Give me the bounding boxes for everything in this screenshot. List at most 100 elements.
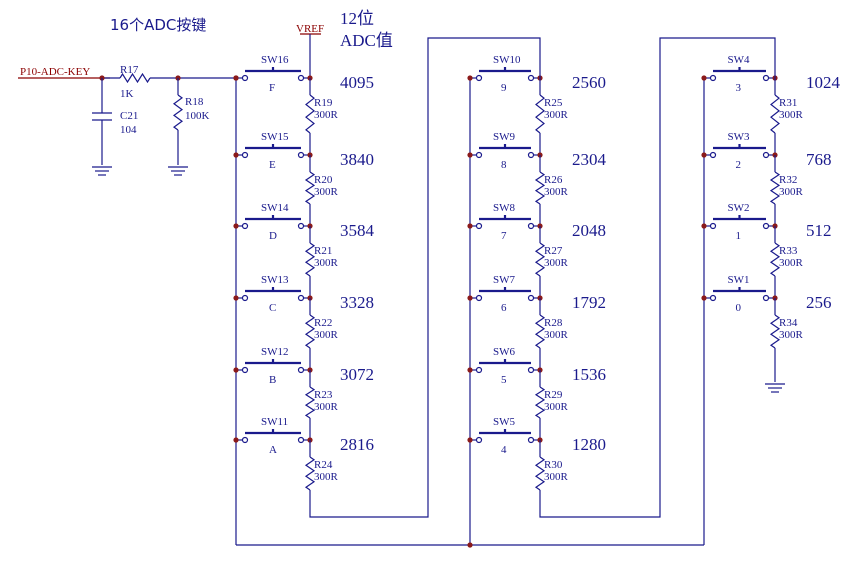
switch-label: SW10: [493, 54, 521, 66]
key-label: 2: [736, 159, 742, 171]
key-label: 9: [501, 82, 507, 94]
switch-contact: [762, 74, 770, 82]
resistor-value: 300R: [544, 471, 569, 483]
resistor-symbol: [304, 456, 316, 491]
switch-contact: [297, 151, 305, 159]
resistor-symbol: [534, 171, 546, 205]
switch-contact: [527, 222, 535, 230]
switch-contact: [762, 294, 770, 302]
resistor-name: R22: [314, 317, 332, 329]
junction-dot: [233, 437, 239, 443]
r18-name: R18: [185, 96, 204, 108]
key-label: B: [269, 374, 276, 386]
junction-dot: [701, 152, 707, 158]
adc-value: 768: [806, 150, 832, 169]
switch-label: SW8: [493, 202, 516, 214]
switch-contact: [241, 222, 249, 230]
key-label: 5: [501, 374, 507, 386]
key-label: F: [269, 82, 275, 94]
resistor-symbol: [534, 242, 546, 277]
c21-value: 104: [120, 124, 137, 136]
resistor-symbol: [534, 386, 546, 419]
resistor-value: 300R: [544, 186, 569, 198]
resistor-value: 300R: [314, 257, 339, 269]
adc-value: 1792: [572, 293, 606, 312]
resistor-value: 300R: [779, 109, 804, 121]
resistor-name: R34: [779, 317, 798, 329]
resistor-name: R20: [314, 174, 333, 186]
switch-label: SW14: [261, 202, 289, 214]
switch-label: SW9: [493, 131, 516, 143]
key-label: A: [269, 444, 277, 456]
junction-dot: [233, 295, 239, 301]
resistor-value: 300R: [544, 257, 569, 269]
switch-contact: [297, 436, 305, 444]
key-label: 3: [736, 82, 742, 94]
key-label: D: [269, 230, 277, 242]
resistor-value: 300R: [314, 109, 339, 121]
resistor-symbol: [769, 171, 781, 205]
key-label: 4: [501, 444, 507, 456]
resistor-name: R25: [544, 97, 563, 109]
key-label: 8: [501, 159, 507, 171]
switch-contact: [241, 74, 249, 82]
junction-dot: [467, 295, 473, 301]
switch-contact: [709, 151, 717, 159]
r17-value: 1K: [120, 88, 134, 100]
switch-contact: [297, 222, 305, 230]
switch-label: SW5: [493, 416, 516, 428]
switch-contact: [241, 436, 249, 444]
resistor-symbol: [770, 94, 780, 134]
resistor-name: R32: [779, 174, 797, 186]
switch-label: SW15: [261, 131, 289, 143]
resistor-name: R33: [779, 245, 798, 257]
adc-value: 4095: [340, 73, 374, 92]
resistor-symbol: [769, 314, 781, 349]
resistor-symbol: [304, 314, 316, 349]
switch-contact: [762, 151, 770, 159]
resistor-value: 300R: [544, 329, 569, 341]
junction-dot: [233, 367, 239, 373]
switch-label: SW4: [728, 54, 751, 66]
switch-contact: [527, 151, 535, 159]
resistor-symbol: [304, 386, 316, 419]
resistor-value: 300R: [544, 401, 569, 413]
junction-dot: [467, 367, 473, 373]
r18-value: 100K: [185, 110, 210, 122]
net-label: P10-ADC-KEY: [20, 66, 90, 78]
switch-contact: [241, 151, 249, 159]
resistor-symbol: [769, 242, 781, 277]
switch-label: SW2: [728, 202, 750, 214]
junction-dot: [467, 152, 473, 158]
resistor-symbol: [534, 314, 546, 349]
resistor-name: R30: [544, 459, 563, 471]
switch-contact: [762, 222, 770, 230]
switch-label: SW7: [493, 274, 516, 286]
adc-value: 2304: [572, 150, 607, 169]
adc-value: 256: [806, 293, 832, 312]
resistor-name: R31: [779, 97, 797, 109]
junction-dot: [233, 223, 239, 229]
resistor-value: 300R: [779, 186, 804, 198]
switch-contact: [241, 294, 249, 302]
c21-name: C21: [120, 110, 138, 122]
resistor-value: 300R: [314, 471, 339, 483]
switch-contact: [475, 366, 483, 374]
switch-contact: [475, 294, 483, 302]
junction-dot: [233, 75, 239, 81]
switch-contact: [527, 366, 535, 374]
switch-contact: [709, 222, 717, 230]
link-col1-col2: [309, 37, 541, 518]
switch-contact: [297, 74, 305, 82]
adc-value: 1536: [572, 365, 606, 384]
junction-dot: [467, 223, 473, 229]
adc-value: 2560: [572, 73, 606, 92]
key-label: 6: [501, 302, 507, 314]
junction-dot: [233, 152, 239, 158]
junction-dot: [701, 295, 707, 301]
switch-contact: [527, 436, 535, 444]
r17-name: R17: [120, 64, 139, 76]
switch-label: SW1: [728, 274, 750, 286]
circuit-elements: SW16FR19300R4095SW15ER20300R3840SW14DR21…: [18, 33, 841, 548]
